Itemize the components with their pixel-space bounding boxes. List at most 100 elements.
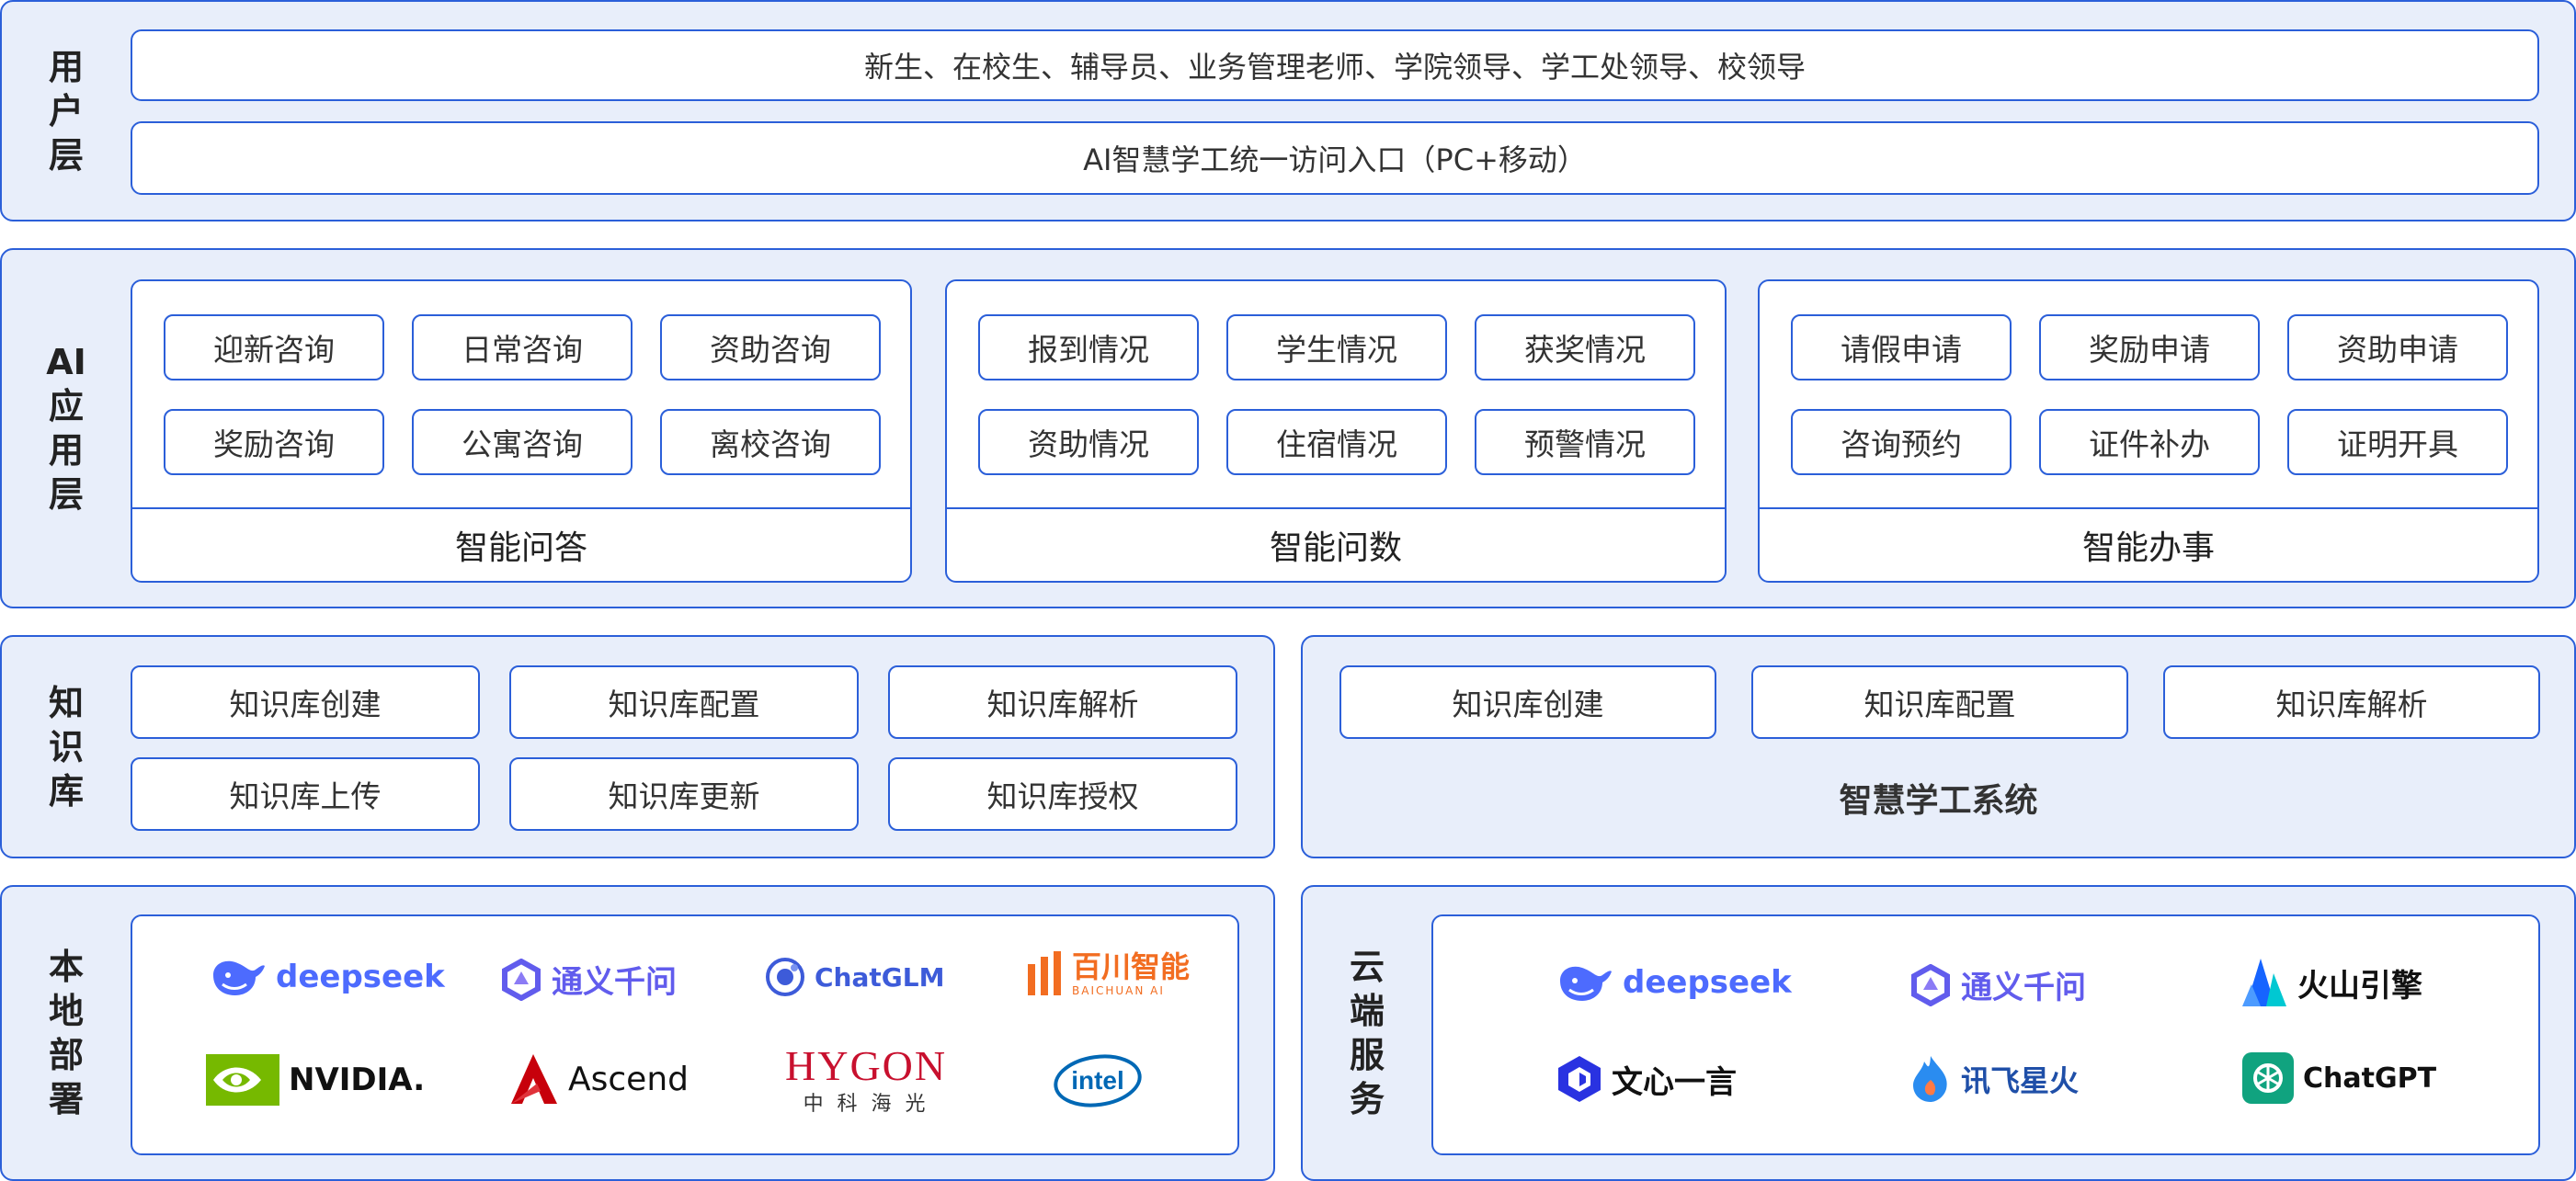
unified-entry-bar[interactable]: AI智慧学工统一访问入口（PC+移动） bbox=[131, 121, 2539, 195]
intel-icon: intel bbox=[1054, 1054, 1142, 1107]
smart-affairs-title: 智能办事 bbox=[1760, 507, 2537, 581]
tongyi-icon bbox=[1911, 963, 1950, 1006]
data-chip[interactable]: 预警情况 bbox=[1475, 409, 1695, 475]
deepseek-text: deepseek bbox=[1623, 964, 1792, 1001]
smart-data-title: 智能问数 bbox=[947, 507, 1725, 581]
baichuan-icon bbox=[1028, 951, 1061, 995]
tongyi-text: 通义千问 bbox=[1961, 970, 2086, 1006]
knowledge-base-layer: 知 识 库 知识库创建 知识库配置 知识库解析 知识库上传 知识库更新 知识库授… bbox=[0, 635, 1275, 858]
baichuan-sub: BAICHUAN AI bbox=[1072, 984, 1165, 997]
label-char: 服 bbox=[1349, 1035, 1385, 1075]
cloud-models-panel: deepseek 通义千问 火山引擎 文 bbox=[1431, 914, 2540, 1155]
deepseek-cloud-logo: deepseek bbox=[1556, 960, 1792, 1005]
smart-system-layer: 知识库创建 知识库配置 知识库解析 智慧学工系统 bbox=[1301, 635, 2576, 858]
cloud-layer-label: 云 端 服 务 bbox=[1303, 887, 1431, 1179]
volcano-engine-logo: 火山引擎 bbox=[2242, 957, 2422, 1008]
user-layer-label: 用 户 层 bbox=[2, 2, 131, 220]
xinghuo-icon bbox=[1913, 1056, 1947, 1102]
label-char: 知 bbox=[48, 682, 84, 723]
sys-chip[interactable]: 知识库配置 bbox=[1751, 665, 2128, 739]
kb-chip[interactable]: 知识库配置 bbox=[509, 665, 859, 739]
chatglm-icon bbox=[766, 958, 804, 996]
wenxin-icon bbox=[1558, 1056, 1601, 1102]
qa-chip[interactable]: 奖励咨询 bbox=[164, 409, 384, 475]
ai-layer-label: AI 应 用 层 bbox=[2, 250, 131, 607]
volcano-icon bbox=[2242, 959, 2286, 1006]
tongyi-icon bbox=[502, 958, 541, 1001]
affairs-chip[interactable]: 证件补办 bbox=[2039, 409, 2260, 475]
label-char: 云 bbox=[1349, 947, 1385, 987]
label-char: 用 bbox=[48, 46, 84, 87]
kb-chip[interactable]: 知识库上传 bbox=[131, 757, 480, 831]
ascend-text: Ascend bbox=[568, 1060, 689, 1098]
affairs-chip[interactable]: 请假申请 bbox=[1791, 314, 2012, 380]
intel-logo: intel bbox=[1052, 1052, 1144, 1109]
wenxin-logo: 文心一言 bbox=[1556, 1054, 1737, 1104]
local-layer-label: 本 地 部 署 bbox=[2, 887, 131, 1179]
nvidia-logo: NVIDIA. bbox=[206, 1054, 425, 1106]
sys-chip[interactable]: 知识库创建 bbox=[1339, 665, 1716, 739]
data-chip[interactable]: 学生情况 bbox=[1226, 314, 1447, 380]
tongyi-logo: 通义千问 bbox=[500, 957, 677, 1002]
nvidia-eye-icon bbox=[206, 1054, 279, 1106]
local-deployment-layer: 本 地 部 署 deepseek 通义千问 bbox=[0, 885, 1275, 1181]
qa-chip[interactable]: 迎新咨询 bbox=[164, 314, 384, 380]
hygon-logo: HYGON 中 科 海 光 bbox=[785, 1045, 947, 1117]
label-char: 地 bbox=[48, 991, 84, 1031]
chatglm-logo: ChatGLM bbox=[765, 957, 944, 997]
chatgpt-text: ChatGPT bbox=[2303, 1062, 2437, 1095]
qa-chip[interactable]: 离校咨询 bbox=[660, 409, 881, 475]
kb-chip[interactable]: 知识库更新 bbox=[509, 757, 859, 831]
tongyi-text: 通义千问 bbox=[552, 964, 677, 1001]
smart-qa-panel: 迎新咨询 日常咨询 资助咨询 奖励咨询 公寓咨询 离校咨询 智能问答 bbox=[131, 279, 912, 583]
chatgpt-icon bbox=[2242, 1052, 2294, 1104]
data-chip[interactable]: 资助情况 bbox=[978, 409, 1199, 475]
hygon-text: HYGON bbox=[785, 1042, 948, 1089]
baichuan-text-group: 百川智能 BAICHUAN AI bbox=[1072, 952, 1190, 996]
label-char: AI bbox=[46, 342, 86, 382]
smart-system-title: 智慧学工系统 bbox=[1839, 782, 2038, 820]
data-chip[interactable]: 报到情况 bbox=[978, 314, 1199, 380]
label-char: 部 bbox=[48, 1035, 84, 1075]
chatglm-text: ChatGLM bbox=[815, 961, 945, 993]
sys-chip[interactable]: 知识库解析 bbox=[2163, 665, 2540, 739]
label-char: 库 bbox=[48, 770, 84, 812]
deepseek-text: deepseek bbox=[276, 959, 445, 995]
affairs-chip[interactable]: 奖励申请 bbox=[2039, 314, 2260, 380]
ai-application-layer: AI 应 用 层 迎新咨询 日常咨询 资助咨询 奖励咨询 公寓咨询 离校咨询 智… bbox=[0, 248, 2576, 608]
label-char: 用 bbox=[48, 430, 84, 471]
data-chip[interactable]: 住宿情况 bbox=[1226, 409, 1447, 475]
xinghuo-logo: 讯飞星火 bbox=[1909, 1054, 2079, 1104]
volcano-text: 火山引擎 bbox=[2297, 967, 2422, 1005]
affairs-chip[interactable]: 证明开具 bbox=[2287, 409, 2508, 475]
ascend-logo: Ascend bbox=[509, 1052, 689, 1106]
kb-layer-label: 知 识 库 bbox=[2, 637, 131, 857]
whale-icon bbox=[1560, 966, 1612, 1001]
baichuan-logo: 百川智能 BAICHUAN AI bbox=[1026, 951, 1190, 997]
nvidia-text: NVIDIA. bbox=[289, 1062, 426, 1098]
user-roles-bar: 新生、在校生、辅导员、业务管理老师、学院领导、学工处领导、校领导 bbox=[131, 29, 2539, 101]
whale-icon bbox=[213, 960, 265, 995]
baichuan-text: 百川智能 bbox=[1072, 949, 1191, 984]
local-models-panel: deepseek 通义千问 ChatGLM bbox=[131, 914, 1239, 1155]
user-layer: 用 户 层 新生、在校生、辅导员、业务管理老师、学院领导、学工处领导、校领导 A… bbox=[0, 0, 2576, 221]
kb-chip[interactable]: 知识库创建 bbox=[131, 665, 480, 739]
affairs-chip[interactable]: 咨询预约 bbox=[1791, 409, 2012, 475]
qa-chip[interactable]: 日常咨询 bbox=[412, 314, 633, 380]
tongyi-cloud-logo: 通义千问 bbox=[1909, 962, 2086, 1007]
data-chip[interactable]: 获奖情况 bbox=[1475, 314, 1695, 380]
label-char: 识 bbox=[48, 726, 84, 767]
affairs-chip[interactable]: 资助申请 bbox=[2287, 314, 2508, 380]
kb-chip[interactable]: 知识库授权 bbox=[888, 757, 1237, 831]
qa-chip[interactable]: 资助咨询 bbox=[660, 314, 881, 380]
smart-data-panel: 报到情况 学生情况 获奖情况 资助情况 住宿情况 预警情况 智能问数 bbox=[945, 279, 1727, 583]
qa-chip[interactable]: 公寓咨询 bbox=[412, 409, 633, 475]
label-char: 层 bbox=[48, 474, 84, 515]
label-char: 端 bbox=[1349, 991, 1385, 1031]
label-char: 署 bbox=[48, 1079, 84, 1119]
cloud-service-layer: 云 端 服 务 deepseek 通义千问 bbox=[1301, 885, 2576, 1181]
intel-glyph: intel bbox=[1071, 1066, 1124, 1095]
kb-chip[interactable]: 知识库解析 bbox=[888, 665, 1237, 739]
chatgpt-logo: ChatGPT bbox=[2242, 1052, 2436, 1104]
hygon-sub: 中 科 海 光 bbox=[803, 1093, 929, 1116]
